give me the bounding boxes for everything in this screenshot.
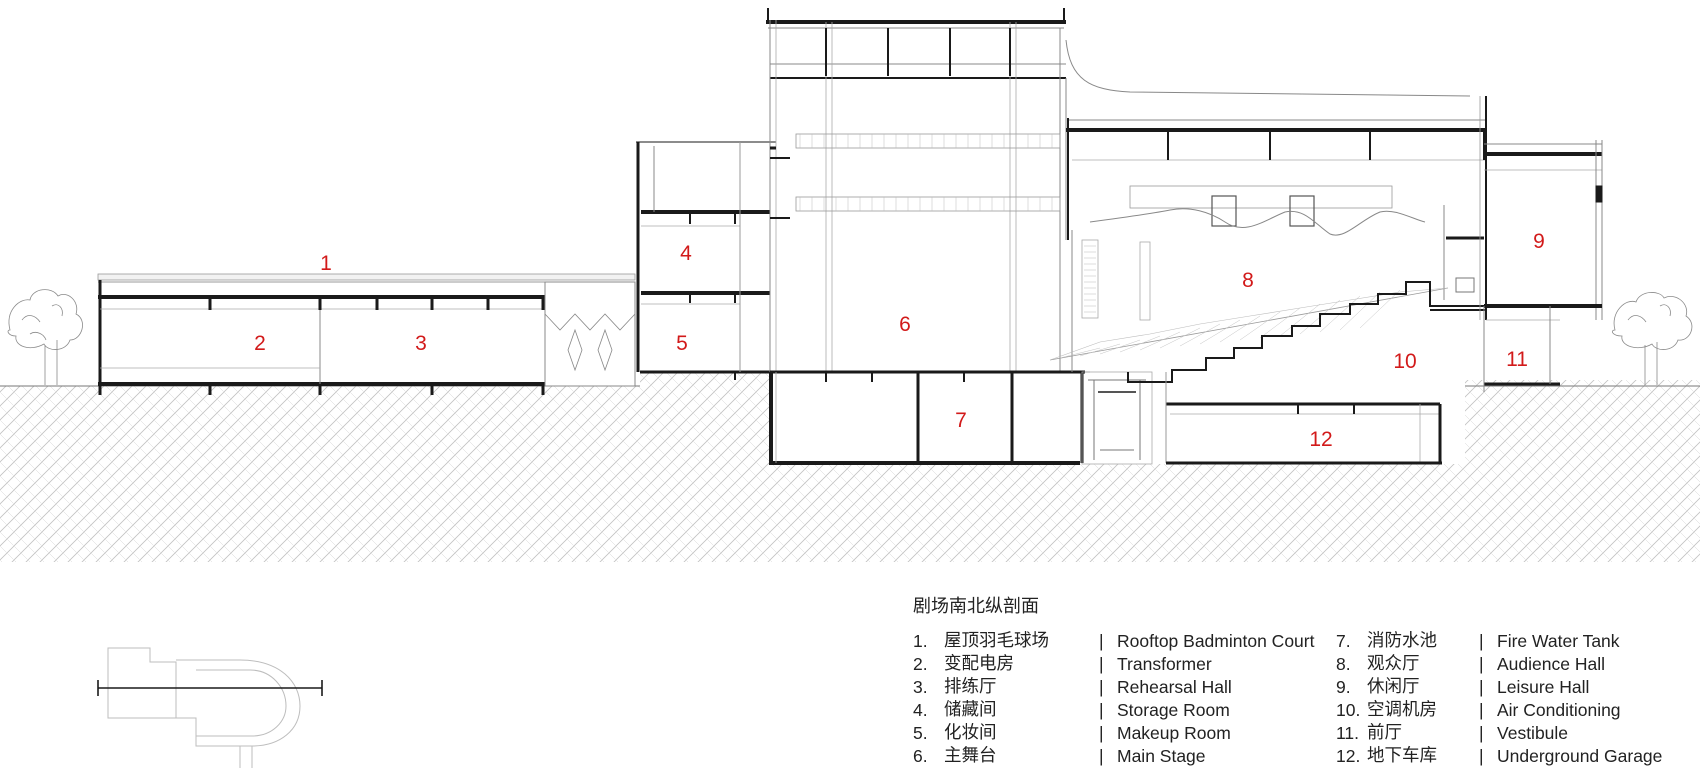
legend-name-zh: 主舞台 (944, 746, 997, 766)
legend-right-column: 7. 消防水池 | Fire Water Tank 8. 观众厅 | Audie… (1336, 630, 1662, 768)
legend-number: 12. (1336, 746, 1361, 766)
room-label-9: 9 (1533, 230, 1545, 253)
legend-name-en: Rooftop Badminton Court (1117, 631, 1315, 651)
storage-makeup-block (636, 141, 776, 380)
fly-tower (766, 8, 1471, 373)
legend-number: 8. (1336, 654, 1351, 674)
room-label-11: 11 (1506, 348, 1528, 371)
legend-name-en: Transformer (1117, 654, 1212, 674)
legend-name-en: Air Conditioning (1497, 700, 1621, 720)
legend-number: 6. (913, 746, 928, 766)
legend-item: 5. 化妆间 | Makeup Room (913, 722, 1314, 745)
legend-number: 2. (913, 654, 928, 674)
room-label-2: 2 (254, 332, 266, 355)
legend-name-zh: 空调机房 (1367, 700, 1437, 720)
legend-name-zh: 化妆间 (944, 723, 997, 743)
legend-name-zh: 排练厅 (944, 677, 997, 697)
front-blocks (1165, 140, 1603, 465)
legend-number: 10. (1336, 700, 1361, 720)
legend-item: 2. 变配电房 | Transformer (913, 653, 1314, 676)
legend-item: 4. 储藏间 | Storage Room (913, 699, 1314, 722)
legend-separator: | (1479, 700, 1484, 720)
legend-item: 9. 休闲厅 | Leisure Hall (1336, 676, 1662, 699)
legend-left-column: 1. 屋顶羽毛球场 | Rooftop Badminton Court 2. 变… (913, 630, 1314, 768)
auditorium (1049, 96, 1487, 383)
room-label-3: 3 (415, 332, 427, 355)
legend-item: 1. 屋顶羽毛球场 | Rooftop Badminton Court (913, 630, 1314, 653)
legend-name-en: Main Stage (1117, 746, 1206, 766)
legend-item: 3. 排练厅 | Rehearsal Hall (913, 676, 1314, 699)
tree-left (7, 289, 83, 385)
room-label-6: 6 (899, 313, 911, 336)
legend-number: 1. (913, 631, 928, 651)
tree-right (1611, 292, 1693, 385)
stage-basement (769, 370, 1153, 465)
room-label-12: 12 (1309, 428, 1332, 451)
legend-item: 11. 前厅 | Vestibule (1336, 722, 1662, 745)
legend-separator: | (1479, 723, 1484, 743)
legend-number: 7. (1336, 631, 1351, 651)
room-labels: 1 2 3 4 5 6 7 8 9 10 11 12 (254, 230, 1545, 451)
room-label-7: 7 (955, 409, 967, 432)
legend-separator: | (1099, 700, 1104, 720)
legend-name-en: Underground Garage (1497, 746, 1663, 766)
legend-number: 9. (1336, 677, 1351, 697)
legend-name-zh: 屋顶羽毛球场 (944, 631, 1049, 651)
legend-name-zh: 储藏间 (944, 700, 997, 720)
legend-separator: | (1479, 746, 1484, 766)
legend-name-en: Storage Room (1117, 700, 1230, 720)
ground-hatch (0, 372, 1700, 562)
legend-name-en: Makeup Room (1117, 723, 1231, 743)
legend-name-en: Leisure Hall (1497, 677, 1590, 697)
legend-item: 6. 主舞台 | Main Stage (913, 745, 1314, 768)
legend-separator: | (1099, 631, 1104, 651)
legend-number: 3. (913, 677, 928, 697)
legend-name-zh: 变配电房 (944, 654, 1014, 674)
room-label-1: 1 (320, 252, 332, 275)
legend-number: 5. (913, 723, 928, 743)
legend-separator: | (1479, 677, 1484, 697)
legend-name-zh: 前厅 (1367, 723, 1402, 743)
rehearsal-block (97, 273, 636, 395)
legend-name-zh: 消防水池 (1367, 631, 1437, 651)
room-label-10: 10 (1393, 350, 1416, 373)
room-label-4: 4 (680, 242, 692, 265)
legend-separator: | (1099, 723, 1104, 743)
legend-name-zh: 观众厅 (1367, 654, 1420, 674)
legend-name-en: Fire Water Tank (1497, 631, 1620, 651)
legend-number: 4. (913, 700, 928, 720)
legend-separator: | (1099, 746, 1104, 766)
figure-title: 剧场南北纵剖面 (913, 596, 1039, 617)
legend-item: 7. 消防水池 | Fire Water Tank (1336, 630, 1662, 653)
legend-item: 8. 观众厅 | Audience Hall (1336, 653, 1662, 676)
legend-separator: | (1099, 654, 1104, 674)
legend-name-en: Rehearsal Hall (1117, 677, 1232, 697)
room-label-8: 8 (1242, 269, 1254, 292)
legend-name-en: Vestibule (1497, 723, 1569, 743)
legend-number: 11. (1336, 723, 1360, 743)
legend-separator: | (1479, 631, 1484, 651)
legend-name-zh: 地下车库 (1367, 746, 1437, 766)
legend-name-zh: 休闲厅 (1367, 677, 1420, 697)
legend-name-en: Audience Hall (1497, 654, 1605, 674)
legend-item: 12. 地下车库 | Underground Garage (1336, 745, 1662, 768)
legend-item: 10. 空调机房 | Air Conditioning (1336, 699, 1662, 722)
legend-separator: | (1479, 654, 1484, 674)
room-label-5: 5 (676, 332, 688, 355)
key-plan (97, 647, 323, 768)
legend-separator: | (1099, 677, 1104, 697)
